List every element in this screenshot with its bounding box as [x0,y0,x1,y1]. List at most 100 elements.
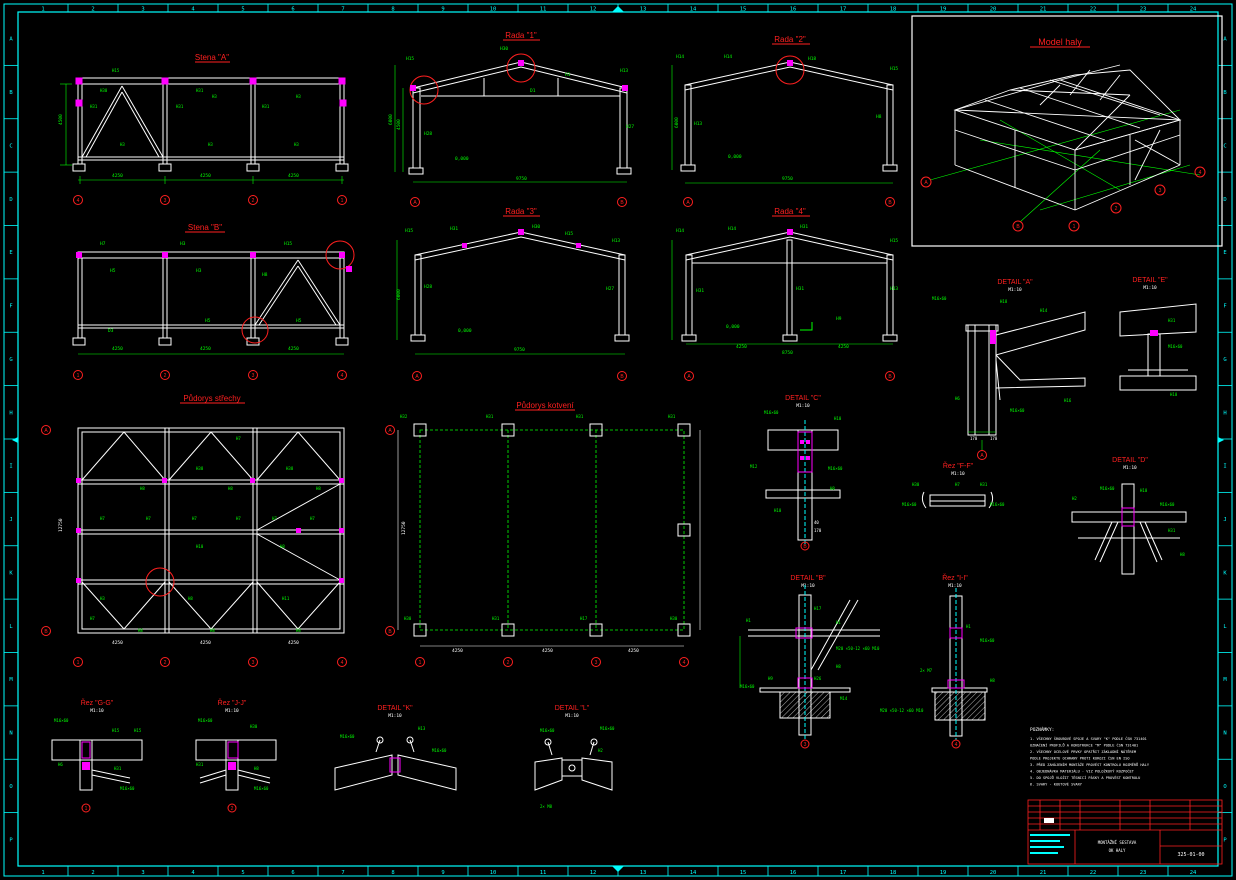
svg-text:H8: H8 [316,486,321,491]
svg-text:H8: H8 [876,114,882,120]
ruler-col-label: 3 [141,7,144,13]
svg-text:Půdorys kotvení: Půdorys kotvení [516,401,574,410]
svg-text:D3: D3 [108,328,114,334]
svg-text:M16×60: M16×60 [340,734,355,739]
ruler-col-label: 23 [1140,7,1147,13]
svg-text:H8: H8 [138,628,143,633]
svg-text:DETAIL "D": DETAIL "D" [1112,457,1148,464]
svg-text:1: 1 [77,660,80,666]
svg-text:M16×60: M16×60 [120,786,135,791]
ruler-col-label: 15 [740,7,747,13]
svg-text:A: A [415,374,419,380]
svg-text:0,000: 0,000 [458,328,472,334]
svg-text:A: A [924,180,928,186]
ruler-col-label: 6 [291,870,294,876]
svg-text:B: B [1016,224,1020,230]
svg-text:4250: 4250 [736,344,747,350]
ruler-col-label: 21 [1040,870,1047,876]
svg-text:12750: 12750 [401,521,407,535]
svg-text:H7: H7 [90,616,95,621]
svg-text:DETAIL "A": DETAIL "A" [997,279,1033,286]
svg-text:M14: M14 [840,696,848,701]
ruler-col-label: 18 [890,870,897,876]
svg-text:H31: H31 [450,226,458,232]
svg-text:H31: H31 [980,482,988,487]
ruler-row-label: J [1223,517,1226,523]
svg-text:H8: H8 [296,628,301,633]
svg-text:H15: H15 [405,228,413,234]
svg-text:9750: 9750 [516,176,527,182]
ruler-row-label: P [1223,837,1227,843]
svg-text:4250: 4250 [200,640,211,646]
svg-text:MONTÁŽNÍ SESTAVA: MONTÁŽNÍ SESTAVA [1098,840,1137,845]
svg-text:H1: H1 [565,72,571,78]
ruler-row-label: D [1223,197,1226,203]
svg-text:170: 170 [970,436,978,441]
ruler-col-label: 4 [191,7,195,13]
ruler-row-label: L [9,624,13,630]
svg-text:4250: 4250 [112,640,123,646]
ruler-row-label: E [1223,250,1226,256]
note-line: 4. OBJEDNÁVKA MATERIÁLU - VIZ POLOŽKOVÝ … [1030,769,1135,774]
svg-text:H31: H31 [796,286,804,292]
svg-text:0,000: 0,000 [726,324,740,330]
svg-text:Půdorys střechy: Půdorys střechy [183,394,240,403]
svg-text:M16×60: M16×60 [990,502,1005,507]
svg-text:H3: H3 [120,142,125,147]
svg-text:M16×60: M16×60 [254,786,269,791]
svg-text:Stena "B": Stena "B" [188,223,222,232]
svg-text:H5: H5 [110,268,116,274]
svg-text:325-01-00: 325-01-00 [1177,852,1204,858]
ruler-row-label: E [9,250,12,256]
view-title: Stena "A" [195,53,229,62]
ruler-col-label: 16 [790,7,797,13]
ruler-col-label: 5 [241,870,244,876]
svg-text:H5: H5 [205,318,211,324]
svg-text:POZNÁMKY:: POZNÁMKY: [1030,726,1054,733]
svg-text:H14: H14 [1040,308,1048,313]
ruler-col-label: 17 [840,7,847,13]
ruler-row-label: A [1223,37,1227,43]
ruler-row-label: M [1223,677,1227,683]
svg-text:M16×60: M16×60 [740,684,755,689]
svg-text:M20 ×50-12 ×60 M10: M20 ×50-12 ×60 M10 [836,646,880,651]
ruler-col-label: 22 [1090,7,1097,13]
svg-text:Řez "J-J": Řez "J-J" [218,698,247,707]
svg-text:3: 3 [164,198,167,204]
svg-text:1: 1 [77,373,80,379]
svg-text:H31: H31 [196,762,204,767]
svg-text:H3: H3 [294,142,299,147]
svg-text:H31: H31 [668,414,676,419]
svg-text:M16×60: M16×60 [432,748,447,753]
svg-text:H14: H14 [676,228,684,234]
border-ruler: 1122334455667788991010111112121313141415… [4,4,1232,876]
svg-text:H27: H27 [626,124,634,130]
svg-text:M1:10: M1:10 [1123,465,1137,471]
svg-text:M1:10: M1:10 [388,713,402,719]
svg-text:H31: H31 [800,224,808,230]
svg-text:H13: H13 [418,726,426,731]
svg-text:6000: 6000 [396,289,402,300]
svg-text:4: 4 [955,742,958,748]
svg-text:H31: H31 [1168,528,1176,533]
svg-text:9750: 9750 [782,176,793,182]
ruler-col-label: 19 [940,870,947,876]
svg-text:M1:10: M1:10 [90,708,104,714]
ruler-col-label: 22 [1090,870,1097,876]
ruler-col-label: 20 [990,7,997,13]
ruler-col-label: 1 [41,870,44,876]
svg-text:H15: H15 [890,66,898,72]
svg-text:H30: H30 [912,482,920,487]
svg-text:H8: H8 [188,596,193,601]
svg-text:4: 4 [341,373,344,379]
ruler-col-label: 20 [990,870,997,876]
svg-text:Rada "1": Rada "1" [505,31,537,40]
svg-text:H5: H5 [296,318,302,324]
svg-text:3: 3 [595,660,598,666]
svg-text:H10: H10 [774,508,782,513]
svg-text:H26: H26 [814,676,822,681]
